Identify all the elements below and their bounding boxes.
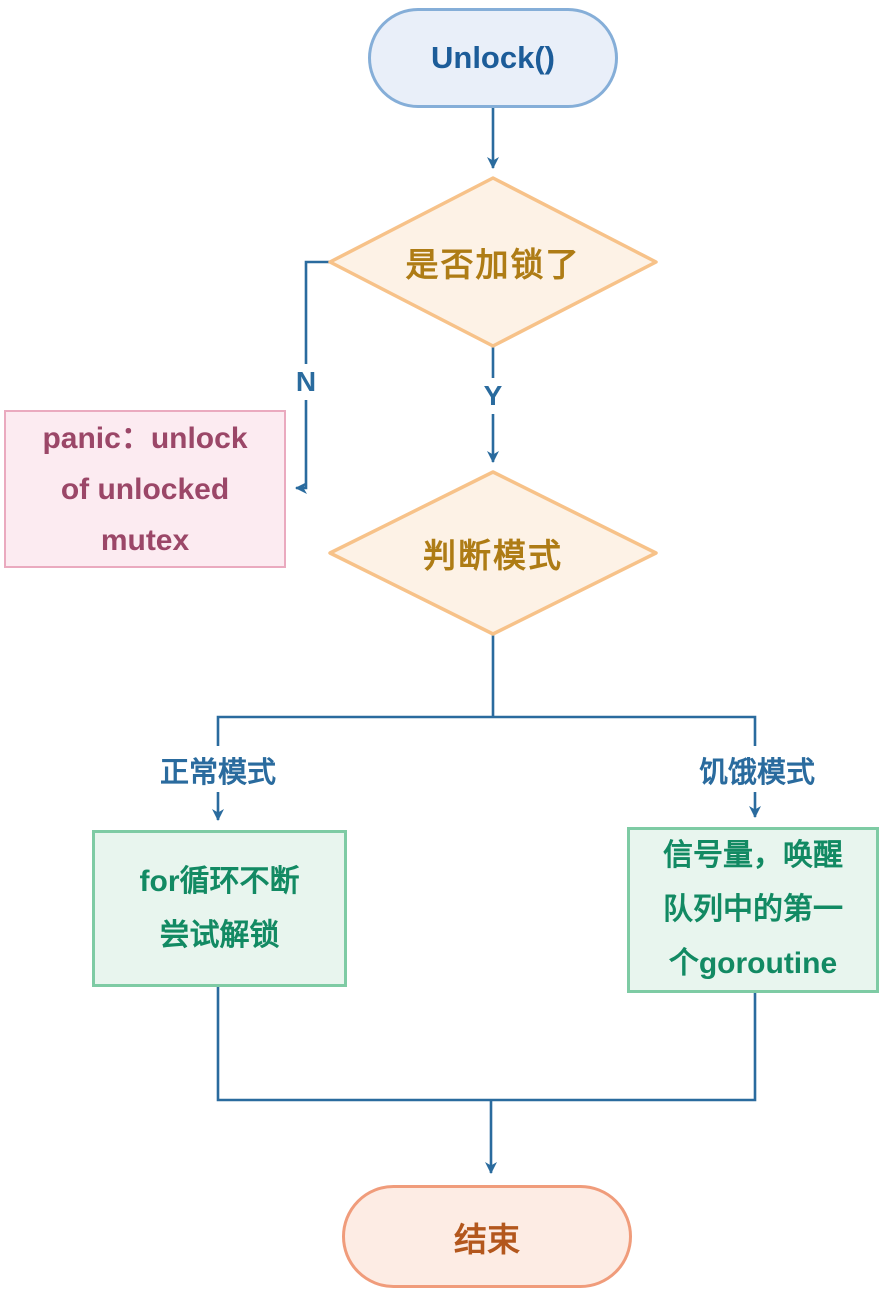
normal-process-line-1: for循环不断 [139,864,300,898]
decision-mode-node: 判断模式 [363,531,623,575]
decision-locked-label: 是否加锁了 [405,246,581,283]
starvation-mode-process-node: 信号量，唤醒 队列中的第一 个goroutine [627,827,879,993]
starvation-process-line-1: 信号量，唤醒 [663,839,843,872]
decision-mode-label: 判断模式 [423,537,563,574]
edge-merge-bar [216,987,757,1102]
edge-split-bar [216,715,757,746]
edge-label-yes: Y [477,378,509,414]
panic-node: panic：unlock of unlocked mutex [4,410,286,568]
start-node-unlock: Unlock() [368,8,618,108]
edge-label-no: N [290,364,322,400]
edge-label-normal-mode: 正常模式 [159,757,276,789]
starvation-process-line-3: 个goroutine [668,947,838,980]
panic-line-1: panic：unlock [42,421,248,455]
end-node-label: 结束 [454,1220,520,1258]
panic-line-2: of unlocked [60,472,230,506]
start-node-label: Unlock() [431,40,555,75]
decision-locked-diamond [328,176,658,348]
end-node: 结束 [342,1185,632,1288]
decision-mode-diamond [328,470,658,636]
decision-locked-node: 是否加锁了 [363,240,623,284]
starvation-process-line-2: 队列中的第一 [663,893,843,926]
edge-label-starvation-mode: 饥饿模式 [698,757,815,789]
normal-mode-process-node: for循环不断 尝试解锁 [92,830,347,987]
panic-line-3: mutex [100,523,190,557]
normal-process-line-2: 尝试解锁 [159,918,280,952]
